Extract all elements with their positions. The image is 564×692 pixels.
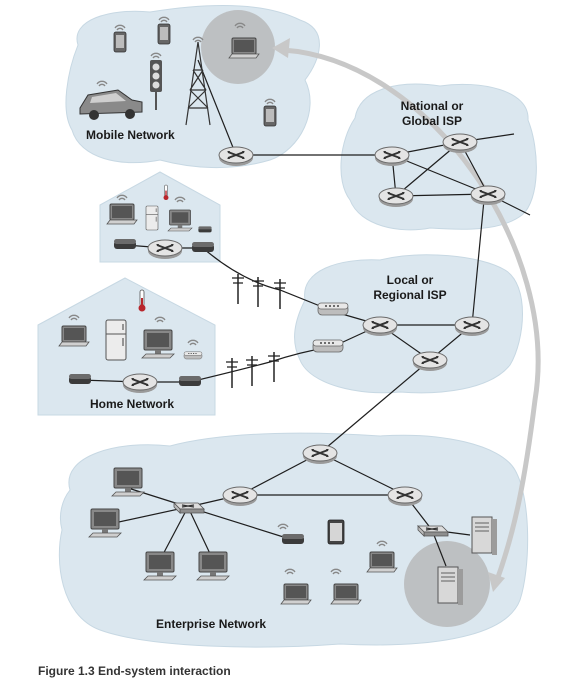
router-icon bbox=[412, 351, 448, 372]
utility-pole-icon bbox=[267, 351, 281, 383]
router-icon bbox=[374, 146, 410, 167]
laptop-icon bbox=[106, 203, 138, 225]
national-isp-label-line1: National or bbox=[401, 99, 464, 113]
arrowhead-bottom bbox=[488, 572, 505, 592]
modem-icon bbox=[114, 239, 136, 249]
desktop-icon bbox=[196, 551, 230, 581]
laptop-icon bbox=[366, 551, 398, 573]
router-icon bbox=[302, 444, 338, 465]
arrowhead-top bbox=[272, 38, 290, 58]
local-isp-label-line1: Local or bbox=[387, 273, 434, 287]
local-isp-label-line2: Regional ISP bbox=[373, 288, 446, 302]
car-icon bbox=[79, 89, 143, 120]
desktop-icon bbox=[141, 329, 175, 359]
enterprise-network-label: Enterprise Network bbox=[156, 617, 266, 631]
router-icon bbox=[147, 239, 183, 260]
national-isp-label-line2: Global ISP bbox=[402, 114, 462, 128]
desktop-icon bbox=[167, 209, 193, 232]
refrigerator-icon bbox=[105, 319, 127, 361]
phone-icon bbox=[113, 31, 127, 53]
utility-pole-icon bbox=[231, 273, 245, 305]
desktop-icon bbox=[143, 551, 177, 581]
local-isp-cloud bbox=[294, 254, 523, 394]
modem-icon bbox=[192, 242, 214, 252]
laptop-icon bbox=[330, 583, 362, 605]
phone-icon bbox=[263, 105, 277, 127]
traffic-light-icon bbox=[150, 60, 162, 110]
router-icon bbox=[387, 486, 423, 507]
router-icon bbox=[378, 187, 414, 208]
mobile-network-label: Mobile Network bbox=[86, 128, 175, 142]
server-icon bbox=[437, 566, 464, 606]
switch-icon bbox=[417, 525, 449, 537]
desktop-icon bbox=[111, 467, 145, 497]
home-network-label: Home Network bbox=[90, 397, 174, 411]
phone-icon bbox=[157, 23, 171, 45]
end-system-interaction-arrow bbox=[282, 47, 541, 581]
tablet-icon bbox=[327, 519, 345, 545]
server-icon bbox=[471, 516, 498, 556]
modem-icon bbox=[317, 302, 349, 316]
router-icon bbox=[442, 133, 478, 154]
modem-icon bbox=[312, 339, 344, 353]
cell-tower-icon bbox=[185, 41, 211, 126]
switch-icon bbox=[173, 502, 205, 514]
router-icon bbox=[218, 146, 254, 167]
modem-icon bbox=[69, 374, 91, 384]
router-icon bbox=[470, 185, 506, 206]
router-icon bbox=[362, 316, 398, 337]
utility-pole-icon bbox=[273, 278, 287, 310]
utility-pole-icon bbox=[245, 355, 259, 387]
refrigerator-icon bbox=[145, 205, 159, 231]
router-icon bbox=[122, 373, 158, 394]
laptop-icon bbox=[58, 325, 90, 347]
router-icon bbox=[222, 486, 258, 507]
laptop-icon bbox=[280, 583, 312, 605]
laptop-icon bbox=[228, 37, 260, 59]
figure-caption: Figure 1.3 End-system interaction bbox=[38, 664, 231, 678]
modem-icon bbox=[183, 351, 203, 360]
modem-icon bbox=[198, 226, 212, 233]
desktop-icon bbox=[88, 508, 122, 538]
utility-pole-icon bbox=[251, 276, 265, 308]
router-icon bbox=[454, 316, 490, 337]
modem-icon bbox=[282, 534, 304, 544]
modem-icon bbox=[179, 376, 201, 386]
